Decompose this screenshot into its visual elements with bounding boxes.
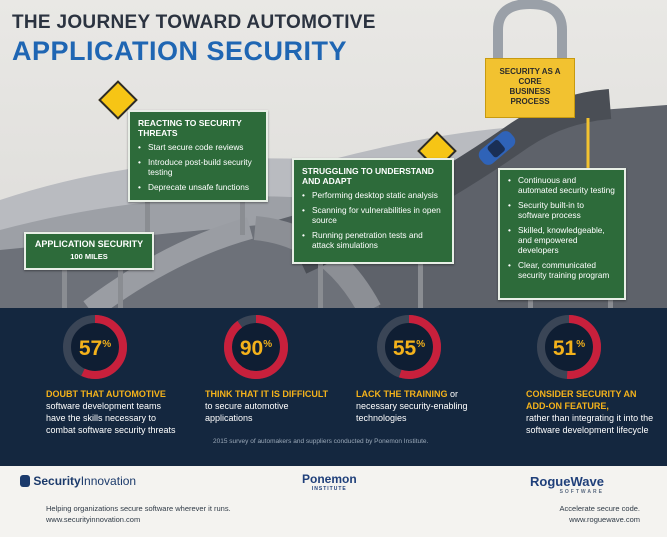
lock-shield-icon: [20, 475, 30, 487]
footer: SecurityInnovation Ponemon INSTITUTE Rog…: [0, 466, 667, 537]
lock-icon: SECURITY AS A CORE BUSINESS PROCESS: [485, 58, 575, 118]
list-item: Performing desktop static analysis: [302, 190, 444, 201]
ring-progress: [537, 315, 601, 379]
sign-app-title: APPLICATION SECURITY: [34, 239, 144, 249]
security-innovation-logo: SecurityInnovation: [20, 474, 136, 488]
stat-description: THINK THAT IT IS DIFFICULT to secure aut…: [205, 389, 329, 424]
footer-link-right[interactable]: www.roguewave.com: [569, 514, 640, 524]
survey-note: 2015 survey of automakers and suppliers …: [213, 438, 429, 445]
ponemon-logo: Ponemon INSTITUTE: [302, 472, 357, 492]
sign-struggling: STRUGGLING TO UNDERSTAND AND ADAPT Perfo…: [292, 158, 454, 264]
stat-ring: [224, 315, 288, 379]
list-item: Start secure code reviews: [138, 142, 258, 153]
stat-value: 55: [392, 337, 417, 360]
footer-link-left[interactable]: www.securityinnovation.com: [46, 514, 141, 524]
stat-description: LACK THE TRAINING or necessary security-…: [356, 389, 468, 424]
stat-value: 57: [78, 337, 103, 360]
sign-reacting-title: REACTING TO SECURITY THREATS: [138, 118, 242, 138]
stat-ring: [377, 315, 441, 379]
sign-struggling-title: STRUGGLING TO UNDERSTAND AND ADAPT: [302, 166, 434, 186]
list-item: Scanning for vulnerabilities in open sou…: [302, 205, 444, 226]
stat-ring: [537, 315, 601, 379]
stat-ring: [63, 315, 127, 379]
list-item: Introduce post-build security testing: [138, 157, 258, 178]
ring-progress: [224, 315, 288, 379]
road-scene: THE JOURNEY TOWARD AUTOMOTIVE APPLICATIO…: [0, 0, 667, 310]
sign-app-subtitle: 100 MILES: [70, 252, 108, 261]
list-item: Clear, communicated security training pr…: [508, 260, 616, 281]
stat-value: 51: [552, 337, 577, 360]
sign-application-security: APPLICATION SECURITY 100 MILES: [24, 232, 154, 270]
page-title-line2: APPLICATION SECURITY: [12, 36, 348, 66]
lock-shackle: [493, 0, 567, 60]
ring-progress: [377, 315, 441, 379]
stat-value: 90: [239, 337, 264, 360]
footer-tagline-right: Accelerate secure code.: [559, 504, 640, 513]
stat-description: CONSIDER SECURITY AN ADD-ON FEATURE,rath…: [526, 389, 654, 436]
lock-label: SECURITY AS A CORE BUSINESS PROCESS: [499, 67, 561, 106]
sign-core-practices: Continuous and automated security testin…: [498, 168, 626, 300]
ring-progress: [63, 315, 127, 379]
list-item: Security built-in to software process: [508, 200, 616, 221]
roguewave-logo: RogueWave SOFTWARE: [530, 474, 604, 495]
list-item: Continuous and automated security testin…: [508, 175, 616, 196]
list-item: Skilled, knowledgeable, and empowered de…: [508, 225, 616, 256]
list-item: Running penetration tests and attack sim…: [302, 230, 444, 251]
car-icon: [478, 131, 516, 165]
sign-reacting: REACTING TO SECURITY THREATS Start secur…: [128, 110, 268, 202]
footer-tagline-left: Helping organizations secure software wh…: [46, 504, 231, 513]
list-item: Deprecate unsafe functions: [138, 182, 258, 193]
page-title-line1: THE JOURNEY TOWARD AUTOMOTIVE: [12, 12, 376, 33]
